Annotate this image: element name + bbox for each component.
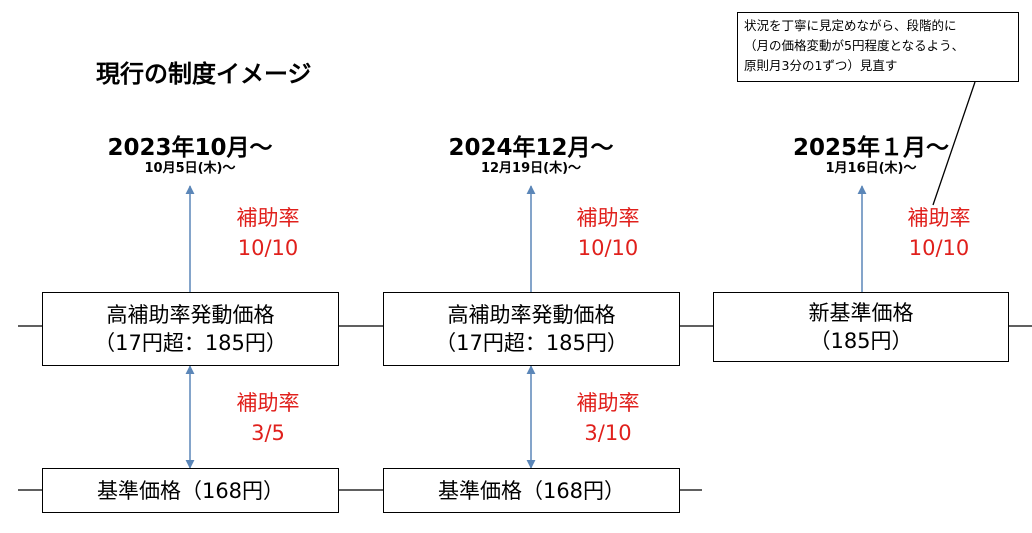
period3-upper-rate-value: 10/10	[908, 236, 970, 260]
period2-trigger-price-value: （17円超：185円）	[435, 331, 628, 355]
period1-trigger-price-label: 高補助率発動価格	[106, 303, 275, 327]
period2-trigger-price-box: 高補助率発動価格 （17円超：185円）	[383, 292, 680, 366]
period1-lower-rate-label: 補助率	[236, 391, 300, 415]
period1-upper-rate-value: 10/10	[237, 236, 299, 260]
period1-date: 10月5日(木)～	[144, 161, 236, 176]
period2-lower-rate-label: 補助率	[576, 391, 640, 415]
period2-date: 12月19日(木)～	[480, 161, 582, 176]
period2-lower-rate-value: 3/10	[584, 421, 632, 445]
period2-upper-rate: 補助率 10/10	[543, 203, 673, 263]
period1-upper-rate: 補助率 10/10	[203, 203, 333, 263]
period1-trigger-price-box: 高補助率発動価格 （17円超：185円）	[42, 292, 339, 366]
period1-trigger-price-value: （17円超：185円）	[94, 331, 287, 355]
callout-note: 状況を丁寧に見定めながら、段階的に （月の価格変動が5円程度となるよう、 原則月…	[737, 12, 1019, 82]
period2-trigger-price-label: 高補助率発動価格	[447, 303, 616, 327]
period2-upper-rate-value: 10/10	[577, 236, 639, 260]
period1-base-price-label: 基準価格（168円）	[96, 478, 285, 503]
period3-upper-rate: 補助率 10/10	[874, 203, 1004, 263]
callout-pointer	[932, 81, 976, 206]
callout-line-3: 原則月3分の1ずつ）見直す	[744, 58, 898, 73]
period2-base-price-label: 基準価格（168円）	[437, 478, 626, 503]
period2-lower-rate: 補助率 3/10	[543, 388, 673, 448]
period2-title: 2024年12月～	[448, 135, 614, 161]
period3-new-base-price-box: 新基準価格 （185円）	[713, 292, 1009, 362]
period1-base-price-box: 基準価格（168円）	[42, 468, 339, 513]
period3-title: 2025年１月～	[792, 135, 949, 161]
period3-new-base-price-label: 新基準価格	[808, 301, 914, 325]
callout-line-1: 状況を丁寧に見定めながら、段階的に	[744, 18, 957, 33]
period3-date: 1月16日(木)～	[825, 161, 917, 176]
period1-title: 2023年10月～	[107, 135, 273, 161]
callout-line-2: （月の価格変動が5円程度となるよう、	[744, 38, 965, 53]
period1-lower-rate-value: 3/5	[251, 421, 285, 445]
page-title: 現行の制度イメージ	[96, 60, 312, 88]
period1-lower-rate: 補助率 3/5	[203, 388, 333, 448]
period3-upper-rate-label: 補助率	[907, 206, 971, 230]
period1-upper-rate-label: 補助率	[236, 206, 300, 230]
period3-new-base-price-value: （185円）	[809, 329, 913, 353]
period2-base-price-box: 基準価格（168円）	[383, 468, 680, 513]
period2-upper-rate-label: 補助率	[576, 206, 640, 230]
